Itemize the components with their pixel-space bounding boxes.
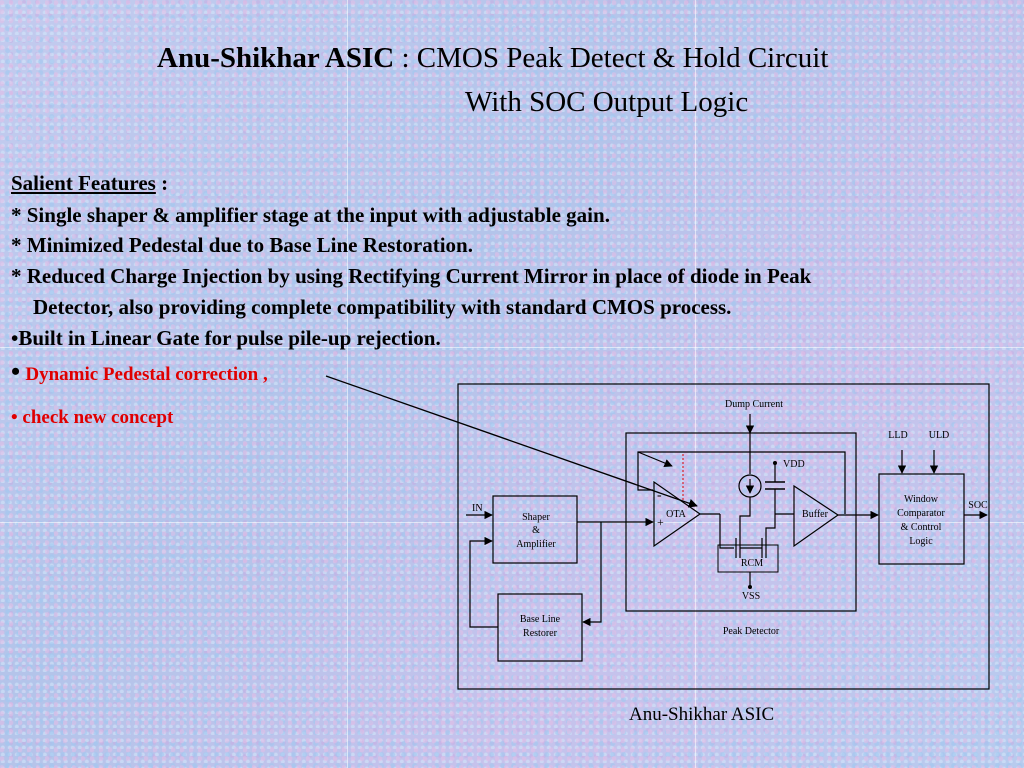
rcm-drain-wire-2 <box>765 514 776 538</box>
soc-label: SOC <box>968 500 988 511</box>
buffer-amplifier <box>793 484 840 548</box>
feature-item: * Single shaper & amplifier stage at the… <box>11 203 610 227</box>
shaper-label-2: & <box>532 525 540 536</box>
title-line-1: Anu-Shikhar ASIC : CMOS Peak Detect & Ho… <box>157 42 828 75</box>
feature-item: * Minimized Pedestal due to Base Line Re… <box>11 233 473 257</box>
uld-label: ULD <box>929 430 950 441</box>
shaper-label-1: Shaper <box>522 512 550 523</box>
bullet: • <box>11 357 21 386</box>
vss-label: VSS <box>742 591 760 602</box>
rcm-gate-wire <box>719 514 734 549</box>
feedback-arrow <box>637 451 673 468</box>
dump-current-label: Dump Current <box>725 399 783 410</box>
rcm-label: RCM <box>741 558 763 569</box>
diagram-frame <box>457 383 990 690</box>
background-gridline <box>0 522 1024 523</box>
peak-detector-label: Peak Detector <box>723 626 780 637</box>
window-comparator-block <box>878 473 965 565</box>
title-line-2: With SOC Output Logic <box>465 86 749 118</box>
background-gridline <box>0 347 1024 348</box>
lld-label: LLD <box>888 430 907 441</box>
feature-item-continued: Detector, also providing complete compat… <box>33 295 732 319</box>
shaper-amplifier-block <box>492 495 578 564</box>
title-rest: : CMOS Peak Detect & Hold Circuit <box>394 42 829 74</box>
diagram-caption: Anu-Shikhar ASIC <box>629 704 775 725</box>
features-heading: Salient Features : <box>11 171 168 196</box>
features-heading-text: Salient Features <box>11 171 156 195</box>
ota-plus-label: + <box>657 515 664 529</box>
window-label-3: & Control <box>901 522 942 533</box>
shaper-label-3: Amplifier <box>516 539 556 550</box>
blr-label-2: Restorer <box>523 628 558 639</box>
ota-label: OTA <box>666 509 687 520</box>
feature-item-red: • Dynamic Pedestal correction , <box>11 357 268 387</box>
feature-item: •Built in Linear Gate for pulse pile-up … <box>11 326 441 350</box>
vss-node <box>748 585 752 589</box>
rcm-box <box>717 544 779 573</box>
annotation-arrow <box>325 375 698 508</box>
ota-amplifier <box>653 480 702 548</box>
blr-input-wire <box>582 522 602 627</box>
dynamic-pedestal-text: Dynamic Pedestal correction , <box>25 364 268 385</box>
features-heading-suffix: : <box>155 171 169 195</box>
window-label-1: Window <box>904 494 939 505</box>
feature-item: * Reduced Charge Injection by using Rect… <box>11 264 812 288</box>
ota-feedback-wire <box>637 451 846 514</box>
vdd-label: VDD <box>783 459 805 470</box>
in-label: IN <box>472 503 483 514</box>
buffer-label: Buffer <box>802 509 829 520</box>
blr-label-1: Base Line <box>520 614 561 625</box>
check-new-concept-text: • check new concept <box>11 407 174 428</box>
window-label-4: Logic <box>909 536 933 547</box>
ota-minus-label: - <box>657 488 662 503</box>
rcm-drain-wire-1 <box>739 506 751 538</box>
window-label-2: Comparator <box>897 508 945 519</box>
blr-feedback-wire <box>469 536 498 628</box>
title-bold: Anu-Shikhar ASIC <box>157 42 395 74</box>
